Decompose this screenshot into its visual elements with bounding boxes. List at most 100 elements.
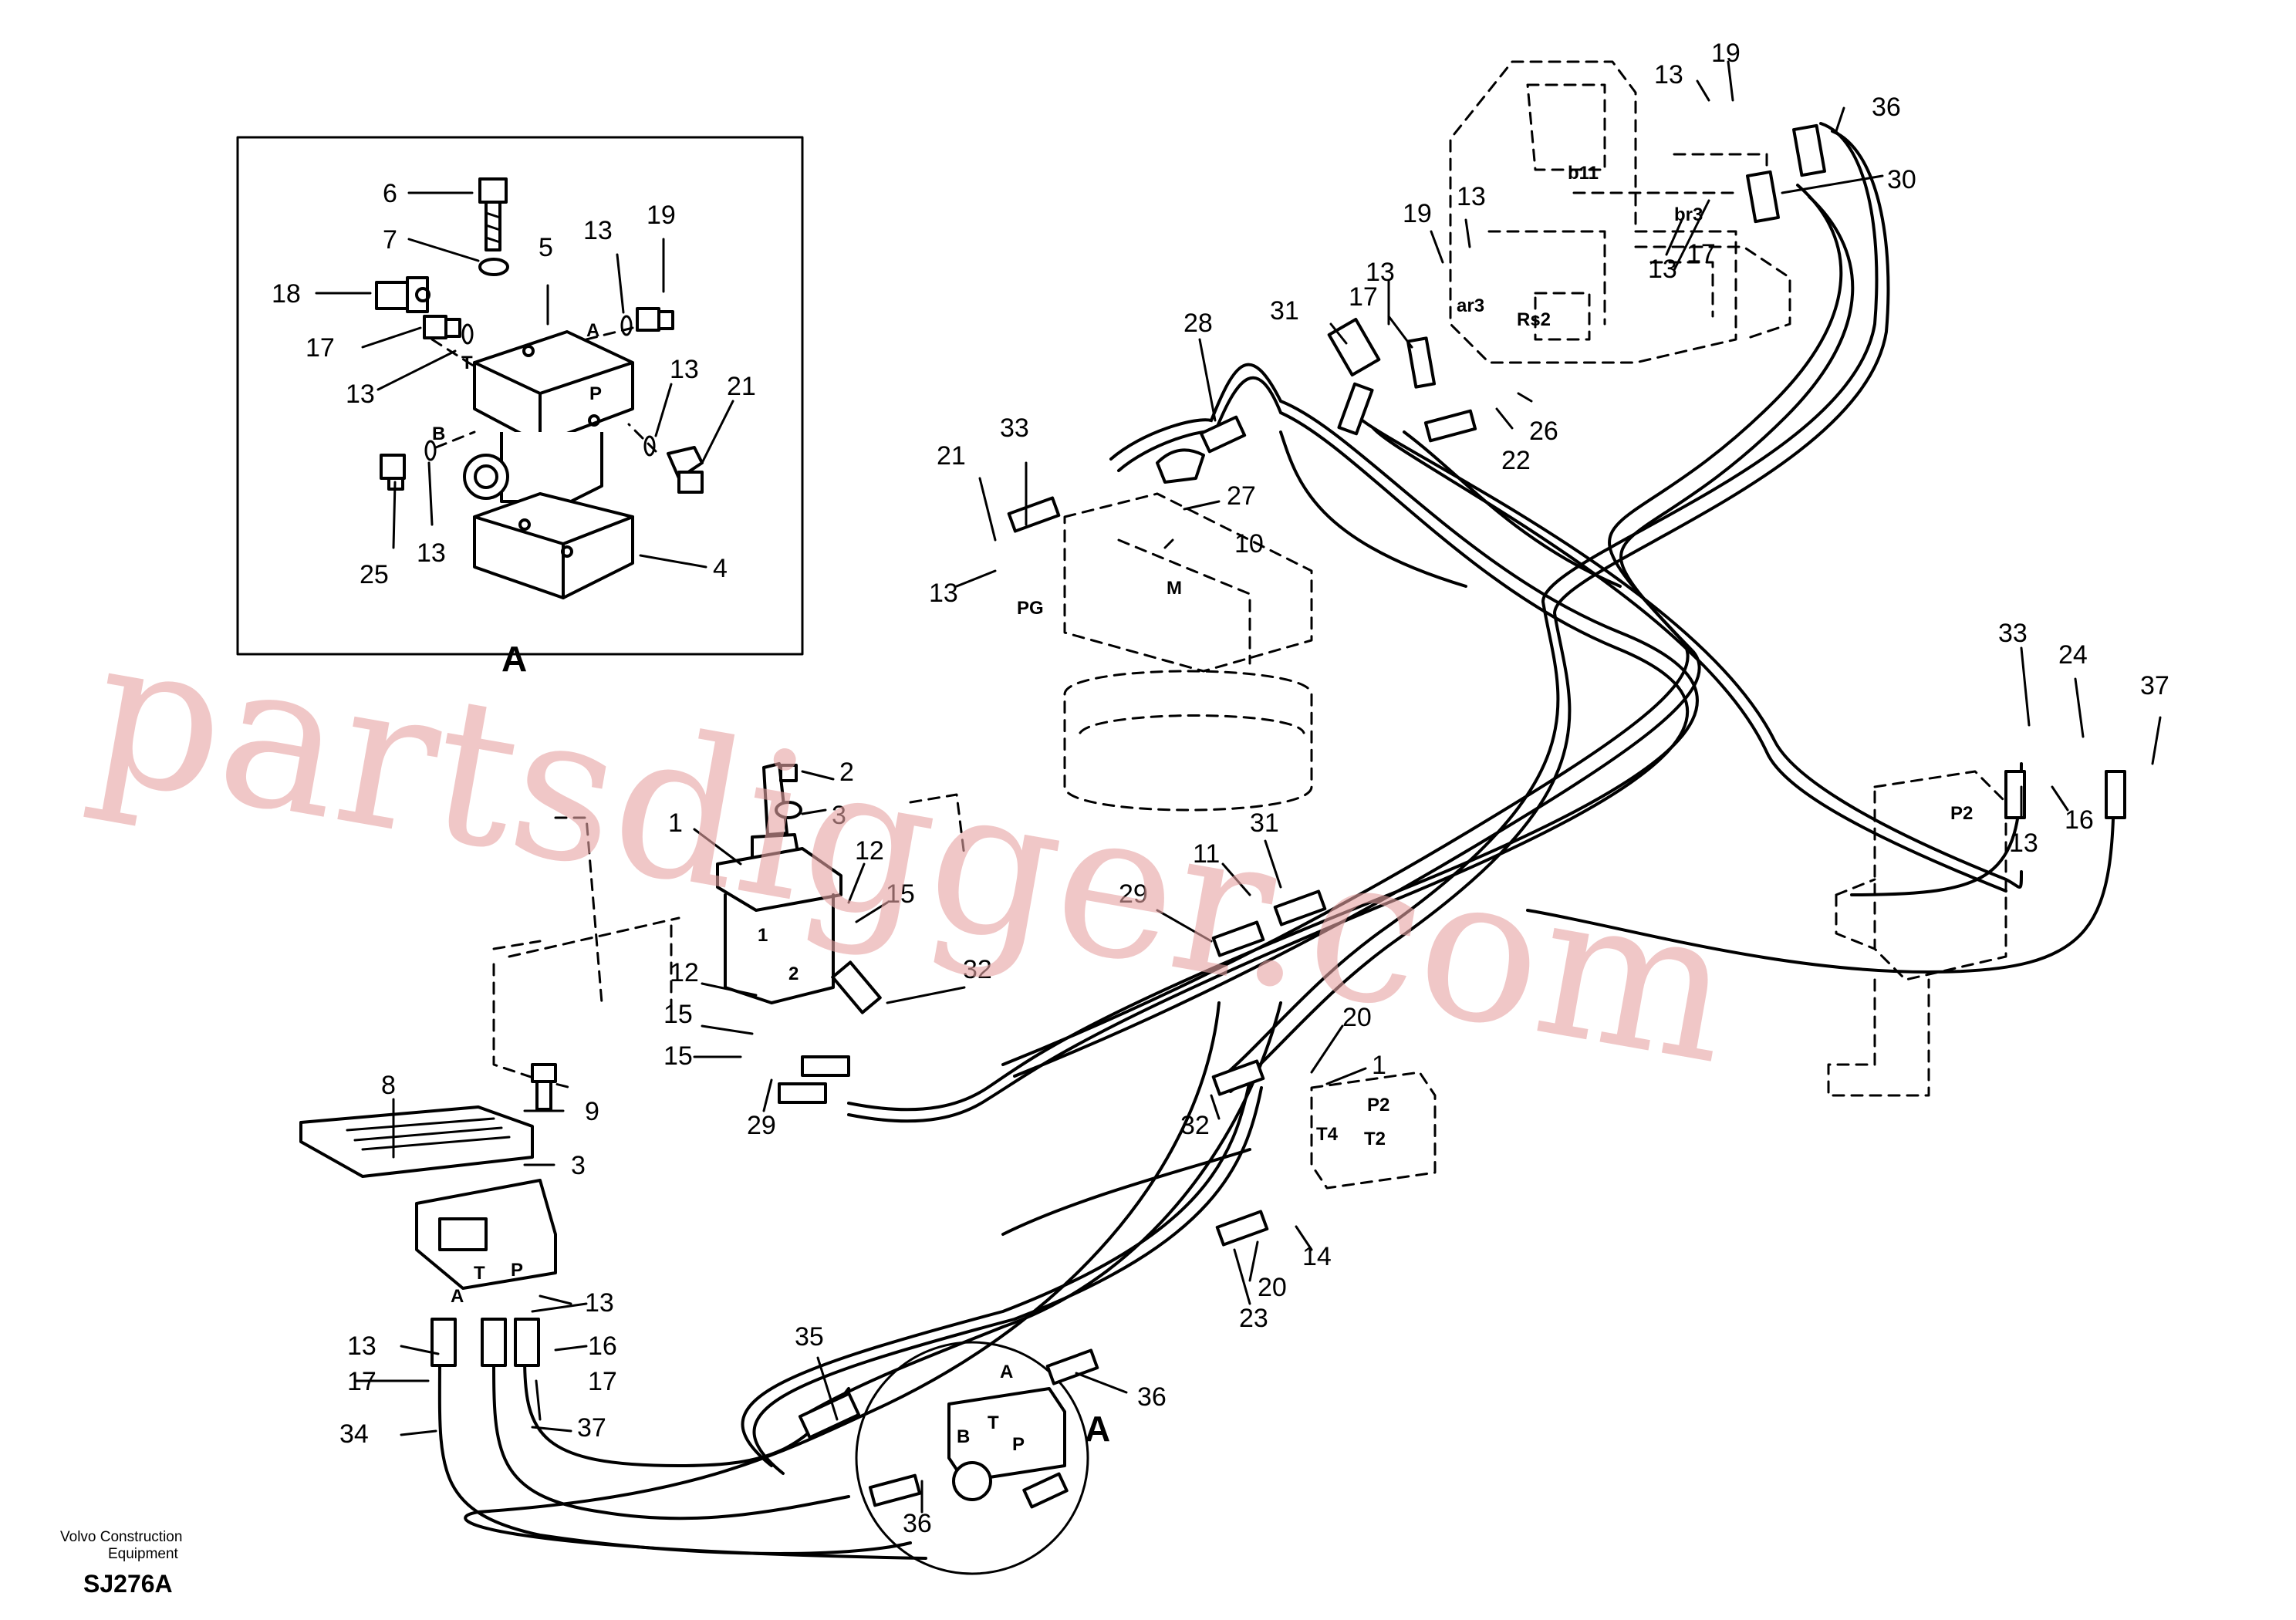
callout-21: 21 <box>727 372 756 401</box>
detail-box-frame <box>236 136 804 656</box>
port-label-p2-right: P2 <box>1950 803 1973 824</box>
swing-motor: PG M <box>1017 492 1313 812</box>
callout-8: 8 <box>381 1071 396 1100</box>
callout-36: 36 <box>1137 1382 1167 1412</box>
callout-35: 35 <box>795 1322 824 1352</box>
callout-13: 13 <box>670 355 699 384</box>
o-ring <box>461 323 474 345</box>
callout-10: 10 <box>1234 529 1264 559</box>
callout-17: 17 <box>306 333 335 363</box>
port-label-t4: T4 <box>1316 1124 1339 1145</box>
pressure-valve-block <box>463 330 634 599</box>
callout-13: 13 <box>1654 60 1683 89</box>
callout-19: 19 <box>1403 199 1432 228</box>
figure-code: SJ276A <box>83 1570 173 1598</box>
callout-13: 13 <box>1457 182 1486 211</box>
callout-19: 19 <box>647 201 676 230</box>
port-label-t2: T2 <box>1364 1129 1386 1149</box>
callout-36: 36 <box>903 1509 932 1538</box>
callout-18: 18 <box>272 279 301 309</box>
callout-a-lower: A <box>1085 1409 1110 1449</box>
callout-30: 30 <box>1887 165 1916 194</box>
callout-13: 13 <box>585 1288 614 1318</box>
port-label-a: A <box>586 320 599 341</box>
callout-13: 13 <box>417 538 446 568</box>
detail-view-label: A <box>501 639 527 679</box>
callout-7: 7 <box>383 225 397 255</box>
fitting-21-elbow <box>667 446 704 494</box>
port-label-t: T <box>461 353 473 373</box>
foot-pedal: T P A <box>299 1063 557 1307</box>
pedal-port-t: T <box>474 1263 485 1284</box>
callout-15: 15 <box>886 879 915 909</box>
callout-15: 15 <box>663 1000 693 1029</box>
callout-13: 13 <box>1648 255 1677 284</box>
joystick-assembly: 1 2 <box>492 762 966 1089</box>
callout-13: 13 <box>1366 258 1395 287</box>
lower-port-p: P <box>1012 1434 1025 1455</box>
callout-16: 16 <box>588 1331 617 1361</box>
callout-33: 33 <box>1000 413 1029 443</box>
fitting-25 <box>380 454 406 491</box>
port-label-b: B <box>432 424 445 444</box>
port-label-pg: PG <box>1017 598 1044 619</box>
callout-5: 5 <box>539 233 553 262</box>
callout-21: 21 <box>937 441 966 471</box>
port-label-p: P <box>589 383 602 404</box>
callout-1: 1 <box>668 808 683 838</box>
o-ring <box>620 315 633 336</box>
callout-13: 13 <box>347 1331 376 1361</box>
lower-port-a: A <box>1000 1362 1013 1382</box>
callout-33: 33 <box>1998 619 2028 648</box>
callout-32: 32 <box>1180 1111 1210 1140</box>
fitting-17-detail <box>423 315 461 339</box>
lower-port-b: B <box>957 1426 970 1447</box>
lower-port-t: T <box>988 1412 999 1433</box>
maker-line-1: Volvo Construction <box>60 1529 182 1545</box>
shuttle-block: P2 T2 T4 <box>1310 1071 1437 1190</box>
callout-31: 31 <box>1270 296 1299 326</box>
port-label-rs2: Rs2 <box>1517 309 1551 330</box>
callout-22: 22 <box>1501 446 1531 475</box>
o-ring <box>643 435 656 457</box>
port-label-2: 2 <box>788 964 799 984</box>
callout-36: 36 <box>1872 93 1901 122</box>
callout-6: 6 <box>383 179 397 208</box>
callout-12: 12 <box>670 958 699 987</box>
port-label-p2: P2 <box>1367 1095 1389 1115</box>
callout-24: 24 <box>2058 640 2088 670</box>
callout-3: 3 <box>571 1151 586 1180</box>
callout-numbers: 6 7 5 13 19 18 17 13 13 21 25 13 4 19 13… <box>272 39 2169 1538</box>
right-valve-block: P2 <box>1827 770 2007 1097</box>
o-ring <box>424 440 437 461</box>
callout-20: 20 <box>1342 1003 1372 1032</box>
callout-1: 1 <box>1372 1051 1386 1080</box>
port-label-1: 1 <box>758 925 768 946</box>
callout-37: 37 <box>577 1413 606 1443</box>
callout-13: 13 <box>929 579 958 608</box>
callout-13: 13 <box>346 380 375 409</box>
callout-15: 15 <box>663 1041 693 1071</box>
callout-27: 27 <box>1227 481 1256 511</box>
fitting-19-detail <box>636 307 674 332</box>
callout-3: 3 <box>832 801 846 830</box>
callout-37: 37 <box>2140 671 2169 700</box>
callout-2: 2 <box>839 758 854 787</box>
maker-line-2: Equipment <box>108 1546 179 1562</box>
callout-16: 16 <box>2065 805 2094 835</box>
callout-29: 29 <box>1119 879 1148 909</box>
pedal-port-a: A <box>451 1286 464 1307</box>
callout-26: 26 <box>1529 417 1558 446</box>
callout-31: 31 <box>1250 808 1279 838</box>
footer: Volvo Construction Equipment SJ276A <box>60 1529 182 1598</box>
pedal-port-p: P <box>511 1260 523 1281</box>
callout-leaders <box>315 60 2162 1514</box>
callout-17: 17 <box>1687 239 1716 268</box>
port-label-m: M <box>1167 578 1182 599</box>
callout-17: 17 <box>1349 282 1378 312</box>
callout-17: 17 <box>347 1367 376 1396</box>
port-label-ar3: ar3 <box>1457 295 1484 316</box>
detail-circle <box>855 1341 1089 1575</box>
callout-4: 4 <box>713 554 728 583</box>
callout-29: 29 <box>747 1111 776 1140</box>
